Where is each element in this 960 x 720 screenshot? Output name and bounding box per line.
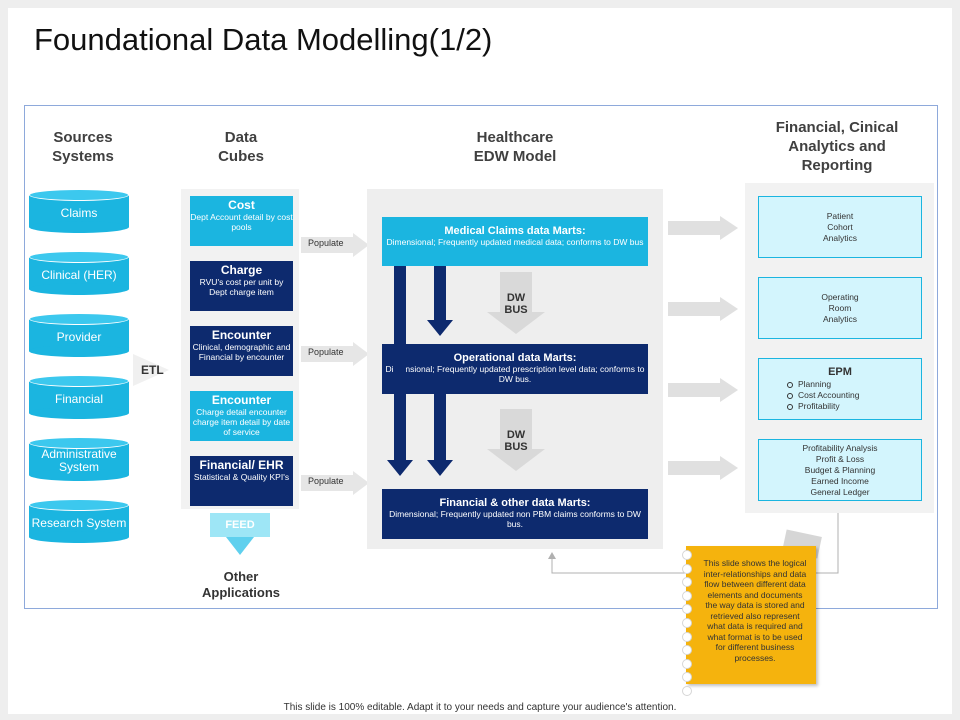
dw-bus-arrow: DW BUS: [487, 272, 545, 334]
mart-desc: Dimensional; Frequently updated non PBM …: [389, 509, 641, 529]
populate-arrow: Populate: [301, 342, 369, 366]
populate-arrow: Populate: [301, 233, 369, 257]
mart-title: Medical Claims data Marts:: [444, 225, 586, 237]
analytics-epm: EPM Planning Cost Accounting Profitabili…: [758, 358, 922, 420]
list-item: Cost Accounting: [787, 390, 921, 401]
cube-title: Encounter: [211, 393, 272, 407]
footer-text: This slide is 100% editable. Adapt it to…: [283, 702, 677, 713]
header-analytics: Financial, Cinical Analytics and Reporti…: [775, 119, 899, 174]
populate-label: Populate: [308, 347, 344, 357]
feed-label: FEED: [210, 513, 270, 537]
populate-label: Populate: [308, 476, 344, 486]
source-cylinder: Clinical (HER): [29, 251, 129, 295]
mart-desc: Dimensional; Frequently updated medical …: [386, 237, 644, 247]
feed-arrow-icon: [226, 537, 254, 555]
header-sources: Sources Systems: [52, 129, 114, 165]
cube-title: Charge: [220, 263, 263, 277]
populate-arrow: Populate: [301, 471, 369, 495]
cube-desc: RVU's cost per unit by Dept charge item: [199, 277, 284, 297]
dw-bus-label: DW BUS: [504, 429, 528, 453]
populate-label: Populate: [308, 238, 344, 248]
down-arrow-icon: [427, 394, 453, 476]
spiral-rings-icon: [682, 550, 692, 700]
sticky-note: This slide shows the logical inter-relat…: [682, 546, 822, 696]
other-applications-label: Other Applications: [201, 569, 280, 600]
mart-financial-other: Financial & other data Marts:Dimensional…: [382, 489, 648, 539]
analytics-profitability: Profitability Analysis Profit & Loss Bud…: [758, 439, 922, 501]
source-label: Administrative System: [41, 447, 117, 474]
source-cylinder: Provider: [29, 313, 129, 357]
right-arrow-icon: [668, 456, 738, 480]
source-cylinder: Research System: [29, 499, 129, 543]
bullet-icon: [787, 392, 793, 399]
dw-bus-arrow: DW BUS: [487, 409, 545, 471]
down-arrow-icon: [427, 266, 453, 336]
header-edw: Healthcare EDW Model: [473, 129, 557, 165]
diagram-frame: [24, 105, 938, 609]
right-arrow-icon: [668, 378, 738, 402]
epm-item: Profitability: [798, 401, 840, 411]
dw-bus-label: DW BUS: [504, 292, 528, 316]
epm-title: EPM: [828, 366, 852, 378]
cube-title: Cost: [228, 198, 255, 212]
analytics-patient-cohort: Patient Cohort Analytics: [758, 196, 922, 258]
right-arrow-icon: [668, 216, 738, 240]
source-label: Provider: [56, 329, 102, 344]
source-label: Clinical (HER): [41, 267, 117, 282]
source-cylinder: Administrative System: [29, 437, 129, 481]
page-title: Foundational Data Modelling(1/2): [34, 22, 493, 57]
mart-desc: Dimensional; Frequently updated prescrip…: [385, 364, 645, 384]
etl-arrow-icon: [133, 354, 169, 386]
source-label: Research System: [31, 515, 127, 530]
epm-list: Planning Cost Accounting Profitability: [759, 379, 921, 412]
epm-item: Cost Accounting: [798, 390, 860, 400]
cube-title: Encounter: [211, 328, 272, 342]
note-text: This slide shows the logical inter-relat…: [686, 546, 816, 684]
list-item: Profitability: [787, 401, 921, 412]
etl-label: ETL: [141, 363, 164, 377]
cube-desc: Charge detail encounter charge item deta…: [192, 407, 291, 437]
epm-item: Planning: [798, 379, 832, 389]
mart-title: Operational data Marts:: [453, 352, 577, 364]
source-label: Claims: [60, 205, 98, 220]
source-cylinder: Financial: [29, 375, 129, 419]
source-label: Financial: [54, 391, 104, 406]
mart-operational: Operational data Marts:Dimensional; Freq…: [382, 344, 648, 394]
mart-title: Financial & other data Marts:: [439, 497, 591, 509]
right-arrow-icon: [668, 297, 738, 321]
header-cubes: Data Cubes: [218, 129, 264, 165]
source-cylinder: Claims: [29, 189, 129, 233]
cube-desc: Statistical & Quality KPI's: [193, 472, 290, 482]
bullet-icon: [787, 381, 793, 388]
list-item: Planning: [787, 379, 921, 390]
cube-desc: Dept Account detail by cost pools: [190, 212, 293, 232]
cube-title: Financial/ EHR: [199, 458, 284, 472]
analytics-operating-room: Operating Room Analytics: [758, 277, 922, 339]
mart-medical-claims: Medical Claims data Marts:Dimensional; F…: [382, 217, 648, 266]
cube-desc: Clinical, demographic and Financial by e…: [192, 342, 291, 362]
bullet-icon: [787, 403, 793, 410]
down-arrow-icon: [387, 266, 413, 476]
